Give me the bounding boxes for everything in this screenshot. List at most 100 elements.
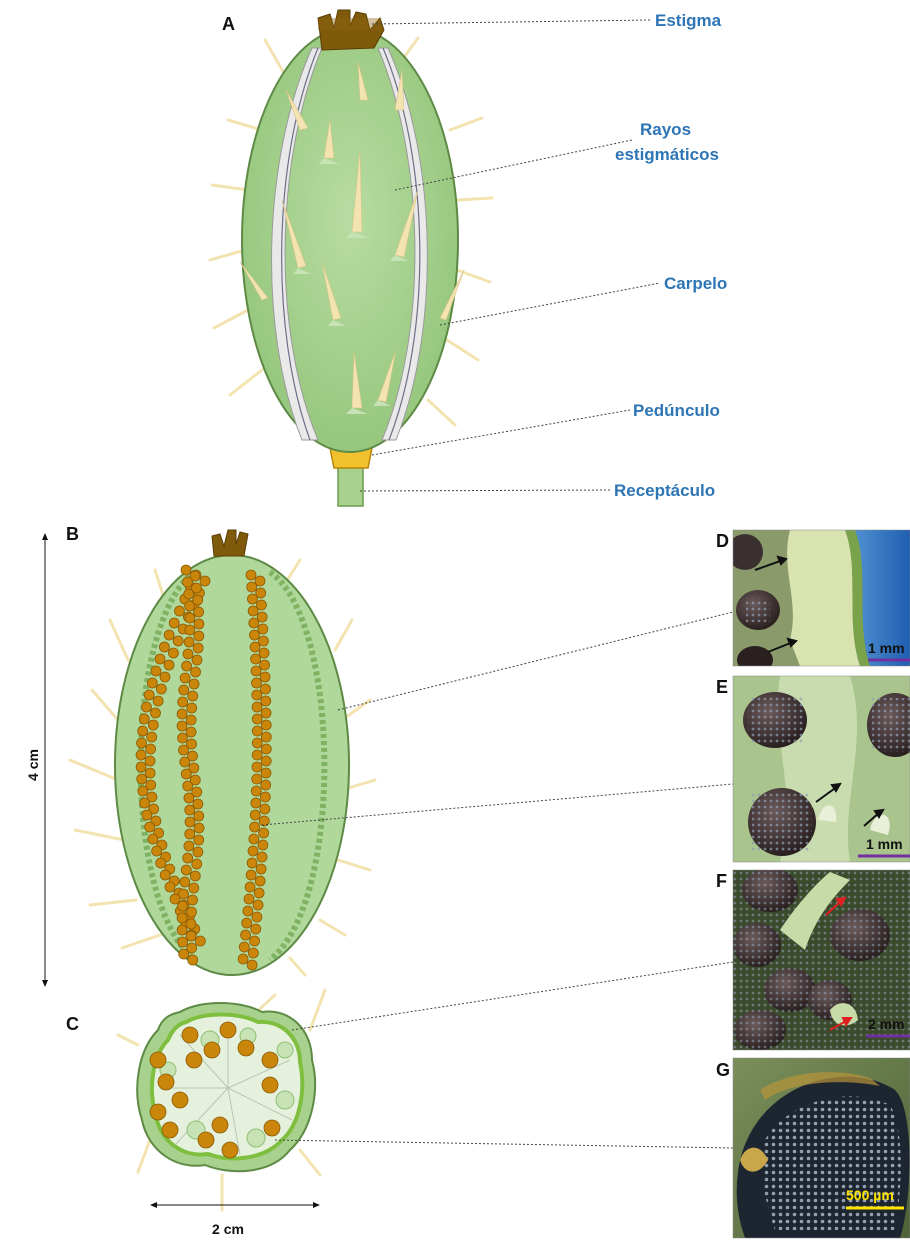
- seed: [239, 942, 249, 952]
- seed: [256, 864, 266, 874]
- seed: [252, 774, 262, 784]
- seed: [150, 1104, 166, 1120]
- seed: [177, 709, 187, 719]
- seed: [243, 906, 253, 916]
- seed: [238, 954, 248, 964]
- seed: [180, 673, 190, 683]
- seed: [260, 672, 270, 682]
- seed: [242, 918, 252, 928]
- seed: [177, 925, 187, 935]
- seed: [258, 636, 268, 646]
- seed: [172, 1092, 188, 1108]
- seed: [250, 642, 260, 652]
- seed: [245, 882, 255, 892]
- panel-f-letter: F: [716, 871, 727, 891]
- panel-e-letter: E: [716, 677, 728, 697]
- seed: [183, 781, 193, 791]
- seed: [261, 720, 271, 730]
- seed: [169, 618, 179, 628]
- seed: [156, 858, 166, 868]
- seed: [158, 1074, 174, 1090]
- label-estigma: Estigma: [655, 11, 722, 30]
- seed: [144, 690, 154, 700]
- seed: [153, 696, 163, 706]
- seed: [178, 937, 188, 947]
- seed: [192, 859, 202, 869]
- height-dimension-label: 4 cm: [25, 749, 41, 781]
- seed: [181, 565, 191, 575]
- seed: [138, 786, 148, 796]
- seed: [249, 834, 259, 844]
- seed: [248, 948, 258, 958]
- seed: [257, 852, 267, 862]
- seed: [147, 732, 157, 742]
- leader-c-g: [275, 1140, 733, 1148]
- seed: [187, 703, 197, 713]
- seed: [140, 798, 150, 808]
- seed: [182, 1027, 198, 1043]
- seed: [260, 804, 270, 814]
- seed: [137, 738, 147, 748]
- leader-c-f: [292, 962, 733, 1030]
- seed: [262, 1052, 278, 1068]
- seed: [188, 955, 198, 965]
- seed: [250, 936, 260, 946]
- seed: [191, 667, 201, 677]
- seed: [152, 846, 162, 856]
- seed: [260, 792, 270, 802]
- seed: [261, 732, 271, 742]
- seed: [162, 1122, 178, 1138]
- seed: [141, 702, 151, 712]
- height-dimension: [42, 533, 48, 987]
- seed: [252, 762, 262, 772]
- seed: [188, 895, 198, 905]
- seed: [258, 624, 268, 634]
- seed: [194, 823, 204, 833]
- seed: [188, 691, 198, 701]
- seed: [261, 780, 271, 790]
- seed: [249, 618, 259, 628]
- seed: [194, 607, 204, 617]
- seed: [252, 738, 262, 748]
- photo-d: 1 mm D: [716, 530, 910, 674]
- scale-bar-d-label: 1 mm: [868, 640, 905, 656]
- seed: [165, 882, 175, 892]
- seed: [182, 577, 192, 587]
- seed: [261, 708, 271, 718]
- seed: [186, 919, 196, 929]
- width-dimension: [150, 1202, 320, 1208]
- seed: [160, 672, 170, 682]
- seed: [252, 702, 262, 712]
- seed: [254, 888, 264, 898]
- seed: [264, 1120, 280, 1136]
- seed: [257, 612, 267, 622]
- seed: [181, 865, 191, 875]
- seed: [145, 756, 155, 766]
- seed: [179, 949, 189, 959]
- seed: [222, 1142, 238, 1158]
- seed: [178, 697, 188, 707]
- seed: [156, 684, 166, 694]
- photo-g: 500 µm G: [716, 1058, 910, 1238]
- seed: [146, 744, 156, 754]
- seed: [173, 636, 183, 646]
- seed: [247, 858, 257, 868]
- seed: [180, 757, 190, 767]
- seed: [179, 685, 189, 695]
- seed: [164, 630, 174, 640]
- seed: [184, 793, 194, 803]
- seed: [147, 678, 157, 688]
- panel-a: A: [210, 10, 727, 506]
- seed: [194, 619, 204, 629]
- seed: [244, 894, 254, 904]
- seed: [252, 690, 262, 700]
- seed: [136, 750, 146, 760]
- seed: [183, 649, 193, 659]
- seed: [246, 870, 256, 880]
- label-pedunculo: Pedúnculo: [633, 401, 720, 420]
- seed: [253, 900, 263, 910]
- width-dimension-label: 2 cm: [212, 1221, 244, 1237]
- seed: [251, 666, 261, 676]
- seed: [250, 810, 260, 820]
- seed: [139, 714, 149, 724]
